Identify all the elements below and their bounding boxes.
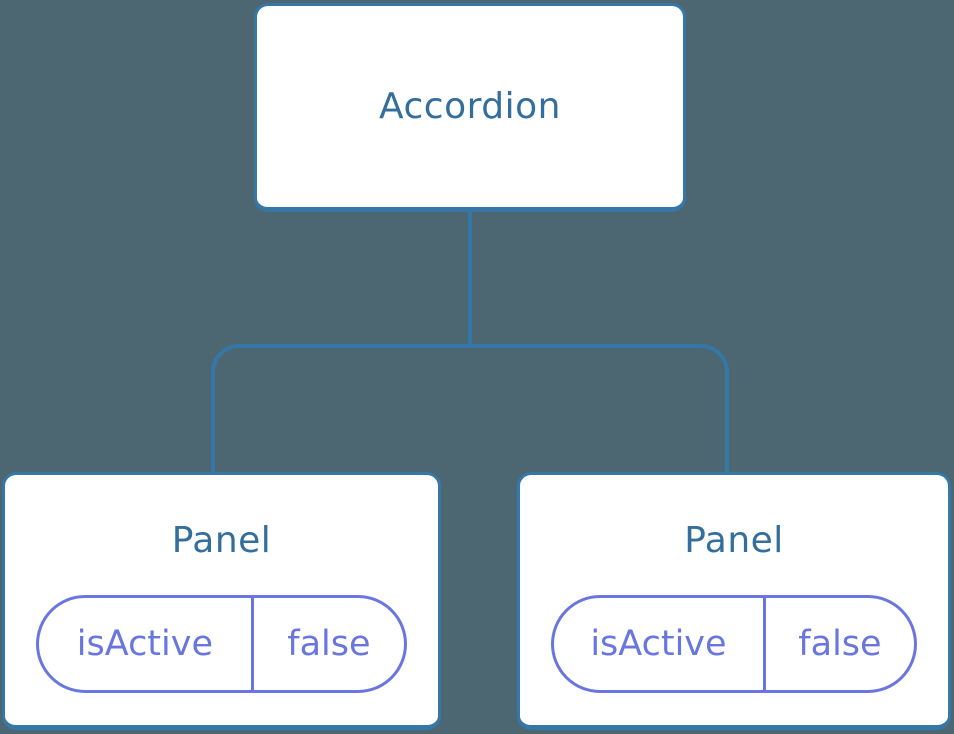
tree-node-panel-1: Panel isActive false [2,472,441,730]
tree-node-panel-2: Panel isActive false [517,472,951,730]
panel-1-state-value: false [287,624,371,664]
tree-node-accordion: Accordion [254,3,686,212]
panel-2-state-pill: isActive false [551,595,917,693]
connector-stem [468,211,472,348]
panel-2-state-key: isActive [554,598,766,690]
panel-1-state-key: isActive [39,598,254,690]
panel-2-label: Panel [684,520,784,561]
panel-2-state-value: false [798,624,882,664]
panel-1-label: Panel [171,520,272,561]
panel-1-state-pill: isActive false [36,595,407,693]
accordion-node-label: Accordion [379,86,561,127]
connector-bracket [211,344,729,472]
